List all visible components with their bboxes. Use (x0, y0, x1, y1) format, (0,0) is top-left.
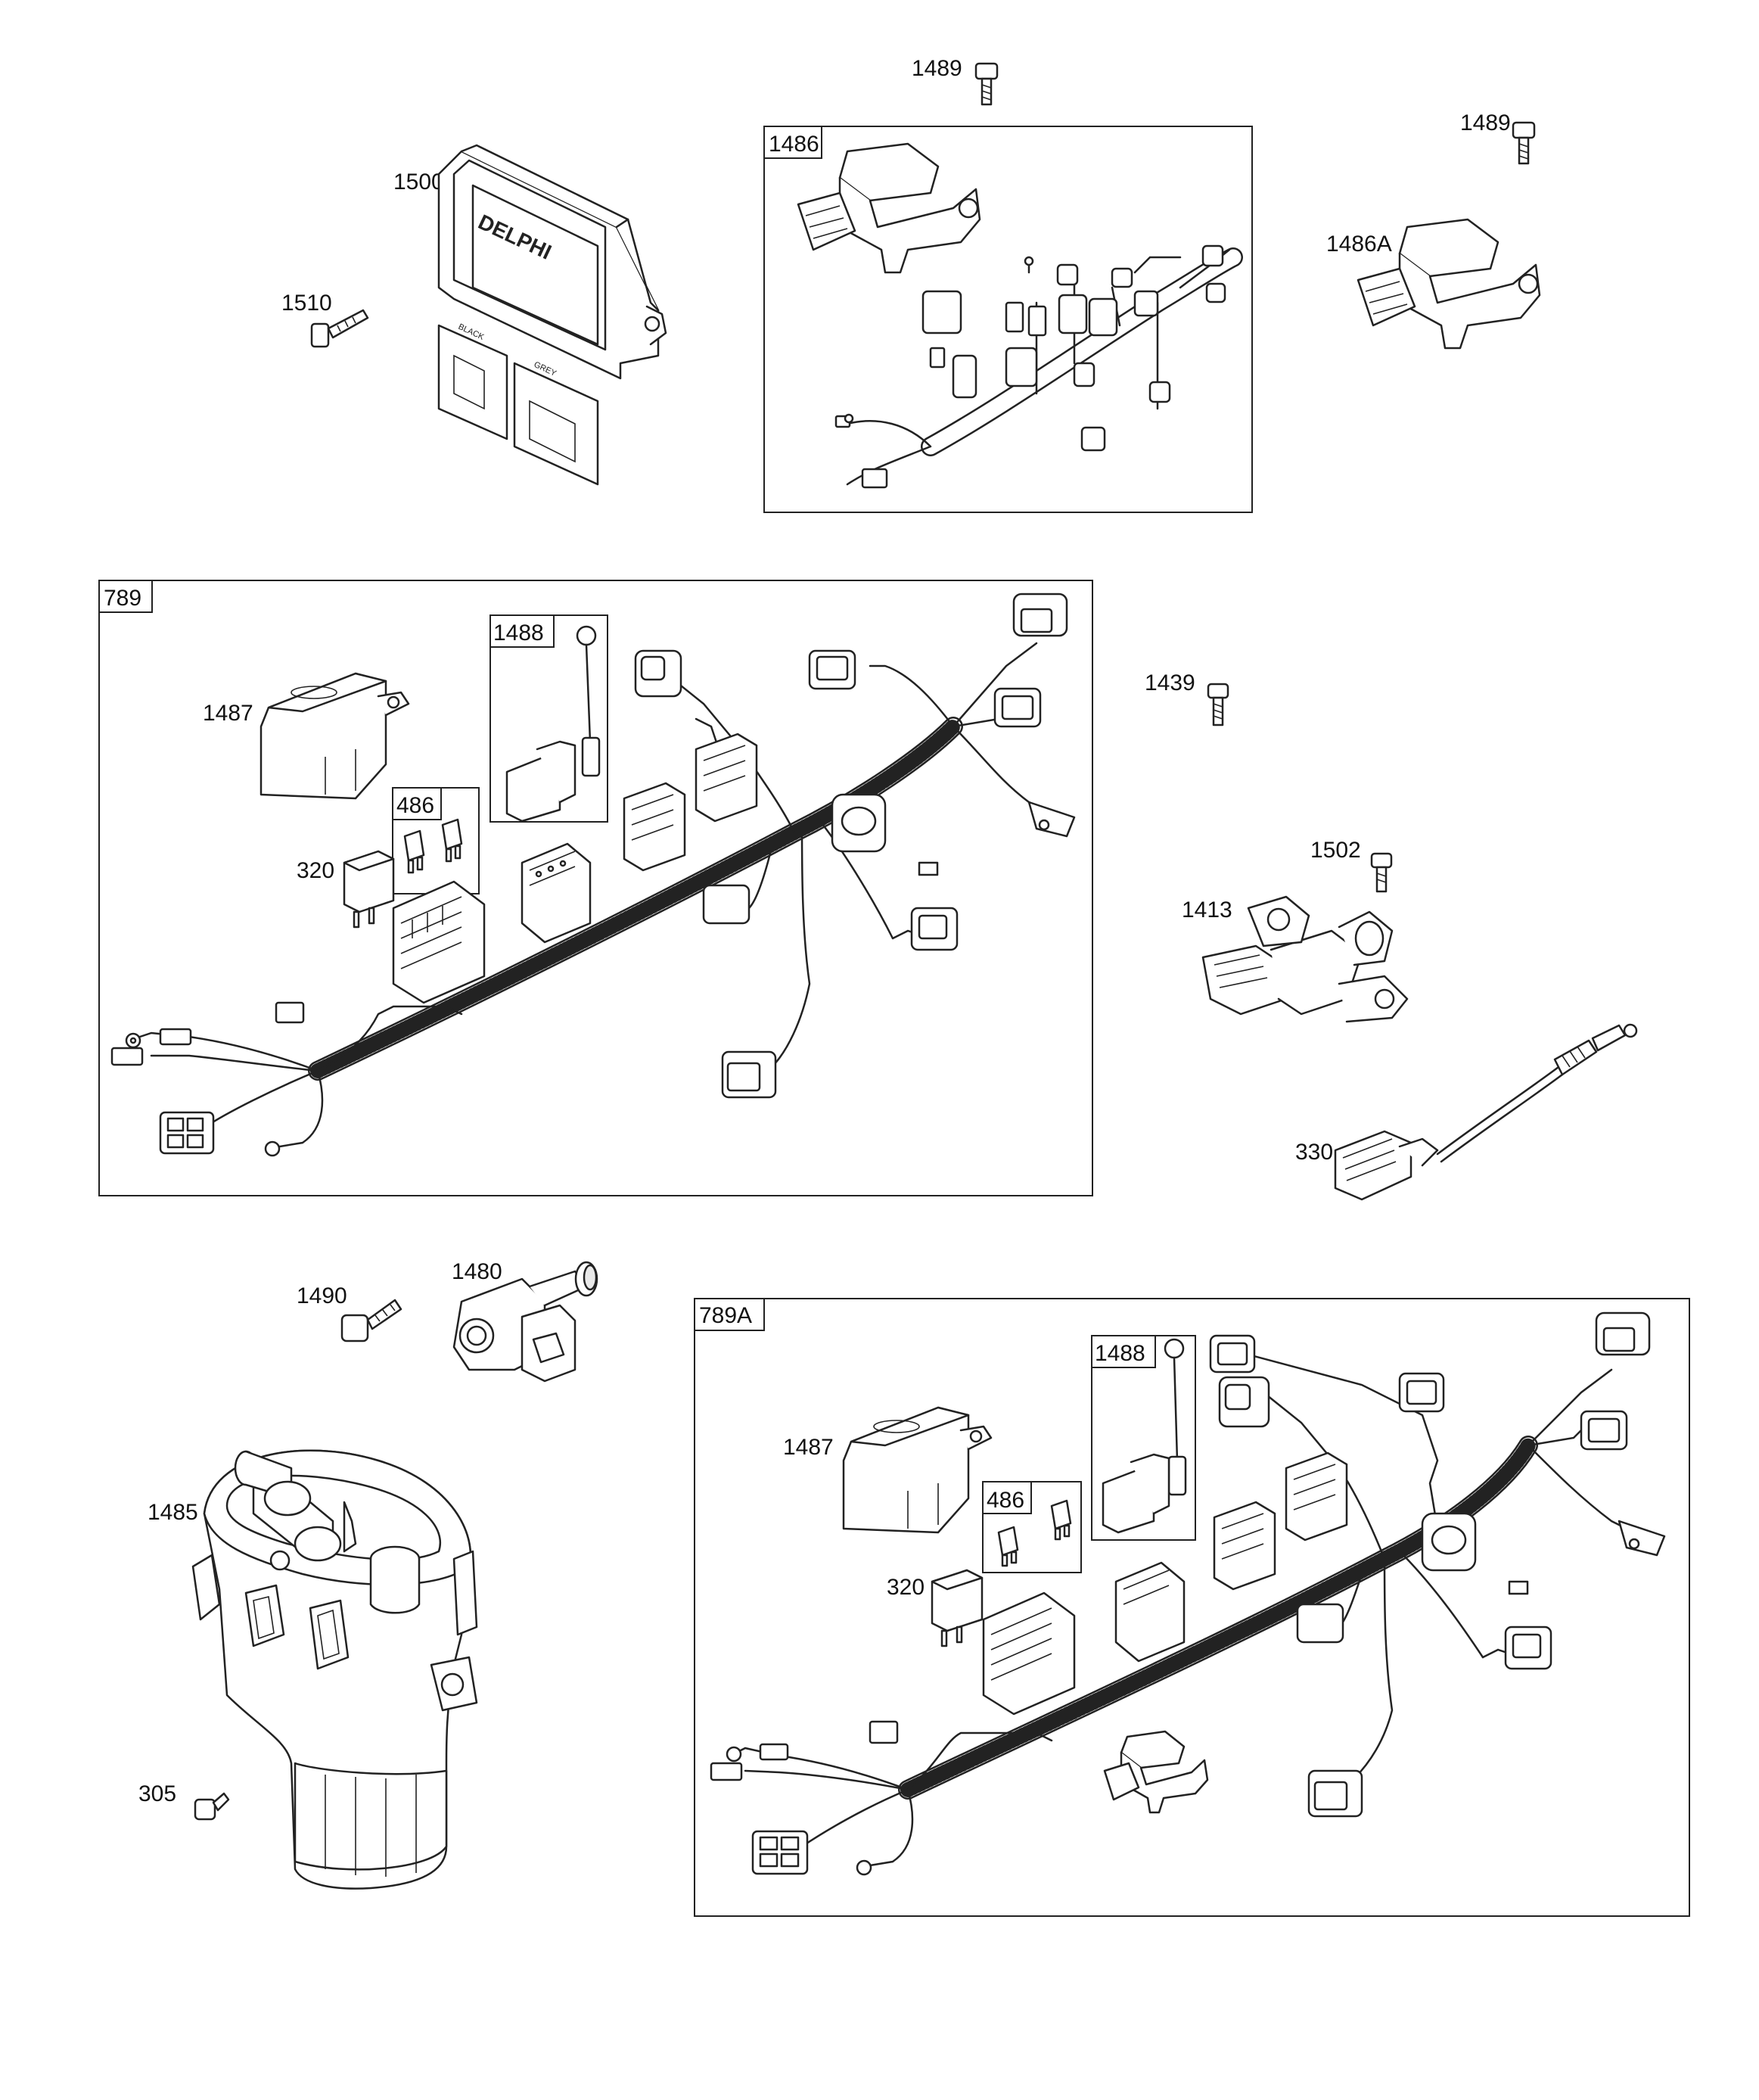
callout-1502: 1502 (1310, 838, 1361, 863)
map-sensor-1486A (1357, 218, 1541, 350)
callout-789A: 789A (699, 1303, 752, 1328)
frame-1488b-tab (1091, 1335, 1156, 1368)
callout-1487-a: 1487 (203, 701, 253, 726)
map-sensor-1486 (797, 142, 981, 274)
cover-1487-b (842, 1406, 993, 1534)
screw-1489-right (1512, 121, 1536, 165)
frame-1486-tab (763, 126, 822, 159)
o2-sensor-330 (1334, 1023, 1638, 1201)
callout-1485: 1485 (148, 1500, 198, 1525)
frame-789A (694, 1298, 1690, 1917)
callout-1490: 1490 (297, 1283, 347, 1308)
screw-1489-top (974, 62, 999, 106)
callout-1413: 1413 (1182, 898, 1232, 922)
sensor-1413 (1201, 895, 1409, 1023)
callout-789: 789 (104, 586, 141, 611)
frame-486a-tab (392, 787, 442, 820)
fuse-holder-1488-a (505, 625, 601, 823)
frame-789-tab (98, 580, 153, 613)
harness-789 (110, 593, 1076, 1157)
connector-mid-789A (1114, 1561, 1186, 1663)
callout-320-b: 320 (887, 1575, 925, 1600)
connector-4pin-789A (751, 1830, 809, 1875)
callout-1489-top: 1489 (912, 56, 962, 81)
connector-4pin-789 (159, 1111, 215, 1155)
frame-1488a-tab (489, 614, 555, 648)
screw-1502 (1370, 852, 1393, 893)
connector-tall-b-789 (695, 733, 758, 823)
callout-486-b: 486 (987, 1488, 1024, 1513)
fuses-486-b (997, 1499, 1072, 1567)
callout-1489-right: 1489 (1460, 110, 1511, 135)
callout-1439: 1439 (1145, 670, 1195, 695)
connector-tall-a-789 (623, 782, 686, 872)
fuses-486-a (403, 818, 463, 874)
connector-tall-a-789A (1213, 1501, 1276, 1591)
cover-1487-a (259, 672, 410, 800)
frame-789A-tab (694, 1298, 765, 1331)
injector-1480 (452, 1261, 598, 1383)
callout-1488-a: 1488 (493, 621, 544, 646)
connector-mid-789 (521, 842, 592, 944)
screw-1490 (340, 1299, 402, 1342)
callout-1488-b: 1488 (1095, 1341, 1145, 1366)
connector-tall-b-789A (1285, 1451, 1348, 1542)
callout-1480: 1480 (452, 1259, 502, 1284)
callout-1486: 1486 (769, 132, 819, 157)
frame-789 (98, 580, 1093, 1196)
callout-486-a: 486 (396, 793, 434, 818)
harness-789A (710, 1311, 1666, 1876)
screw-1439 (1207, 683, 1229, 726)
frame-486b-tab (982, 1481, 1032, 1514)
callout-330-b: 330 (1295, 1140, 1333, 1165)
callout-1510: 1510 (281, 291, 332, 316)
callout-1487-b: 1487 (783, 1435, 834, 1460)
callout-305: 305 (138, 1781, 176, 1806)
relay-320-a (343, 850, 395, 929)
relay-320-b (931, 1569, 984, 1647)
fuse-holder-1488-b (1102, 1338, 1187, 1534)
frame-1486 (763, 126, 1253, 513)
ecu-1500: DELPHI BLACK GREY (437, 144, 667, 486)
screw-305 (194, 1792, 230, 1821)
connector-large-789 (392, 880, 486, 1004)
callout-1500: 1500 (393, 170, 444, 194)
callout-320-a: 320 (297, 858, 334, 883)
screw-1510 (310, 309, 369, 348)
map-sensor-789A (1103, 1730, 1209, 1814)
fuel-pump-1485 (191, 1449, 478, 1890)
harness-1486 (834, 244, 1243, 489)
connector-large-789A (982, 1591, 1076, 1716)
callout-1486A: 1486A (1326, 232, 1392, 257)
